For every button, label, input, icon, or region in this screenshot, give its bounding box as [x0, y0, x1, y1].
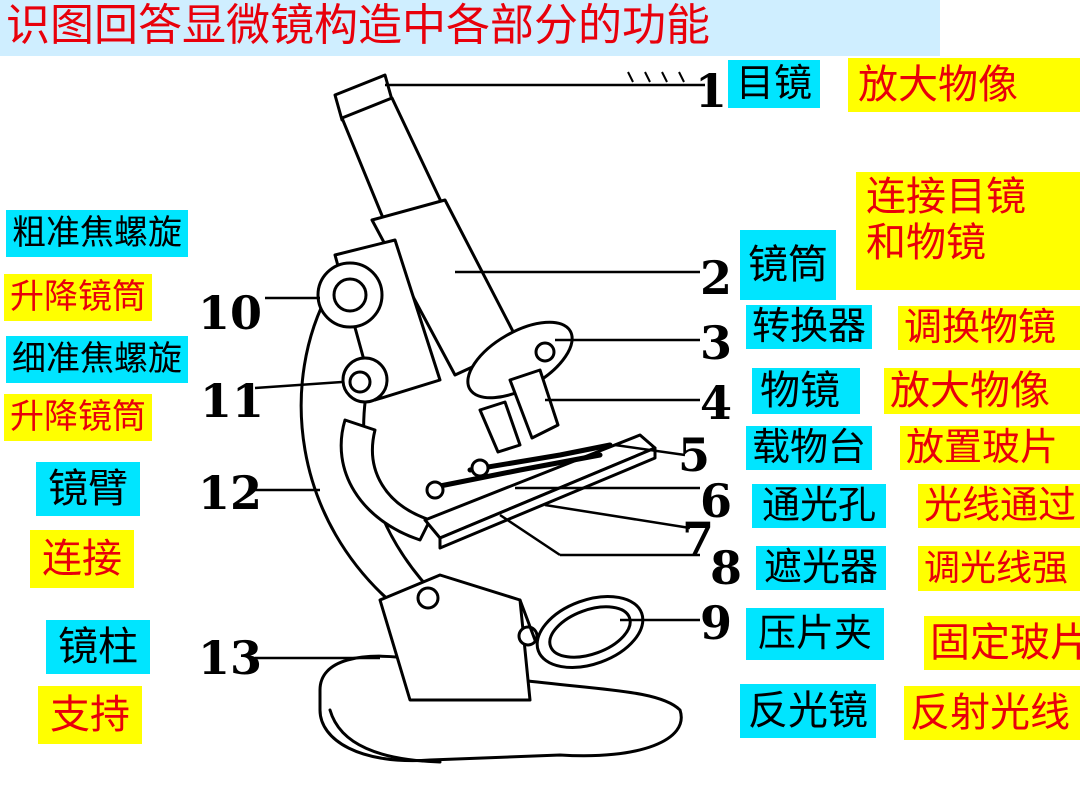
- number-4: 4: [700, 376, 733, 430]
- function-tube: 连接目镜 和物镜: [856, 172, 1080, 290]
- number-12: 12: [198, 466, 263, 520]
- objective-1: [508, 368, 560, 440]
- number-7: 7: [682, 512, 715, 566]
- pillar-pivot: [416, 586, 440, 610]
- label-arm: 镜臂: [36, 462, 140, 516]
- clip-2: [467, 442, 613, 473]
- number-2: 2: [700, 251, 733, 305]
- label-coarse-focus: 粗准焦螺旋: [6, 210, 188, 258]
- function-diaphragm: 调光线强: [918, 546, 1080, 592]
- number-5: 5: [678, 428, 711, 482]
- number-6: 6: [700, 474, 733, 528]
- label-objective: 物镜: [752, 368, 860, 414]
- function-nosepiece: 调换物镜: [898, 306, 1080, 350]
- function-tube-line-2: 和物镜: [866, 220, 986, 266]
- label-tube: 镜筒: [740, 230, 836, 300]
- number-1: 1: [695, 64, 728, 118]
- number-11: 11: [200, 374, 265, 428]
- function-clip: 固定玻片: [924, 616, 1080, 670]
- number-13: 13: [198, 631, 263, 685]
- function-mirror: 反射光线: [904, 686, 1080, 740]
- leader-7: [544, 503, 691, 530]
- function-objective: 放大物像: [884, 368, 1080, 414]
- function-aperture: 光线通过: [918, 484, 1080, 528]
- number-8: 8: [710, 541, 743, 595]
- clip-1: [427, 452, 603, 491]
- number-10: 10: [198, 286, 263, 340]
- label-eyepiece: 目镜: [728, 60, 821, 108]
- pillar-shape: [378, 573, 532, 702]
- function-stage: 放置玻片: [900, 426, 1080, 470]
- label-fine-focus: 细准焦螺旋: [6, 336, 188, 384]
- label-pillar: 镜柱: [46, 620, 150, 674]
- function-fine-focus: 升降镜筒: [4, 394, 152, 442]
- page-title: 识图回答显微镜构造中各部分的功能: [0, 0, 940, 56]
- eyepiece-tick-marks: [627, 71, 685, 83]
- function-coarse-focus: 升降镜筒: [4, 274, 152, 322]
- function-tube-line-1: 连接目镜: [866, 174, 1026, 220]
- function-eyepiece: 放大物像: [848, 58, 1080, 112]
- leader-5: [614, 443, 686, 457]
- function-pillar: 支持: [38, 686, 142, 744]
- leader-8a: [499, 513, 561, 557]
- leader-11: [254, 380, 343, 390]
- function-arm: 连接: [30, 530, 134, 588]
- label-stage: 载物台: [746, 425, 873, 470]
- number-9: 9: [700, 596, 733, 650]
- objective-2: [478, 400, 522, 454]
- number-3: 3: [700, 316, 733, 370]
- label-nosepiece: 转换器: [746, 304, 873, 349]
- label-mirror: 反光镜: [740, 684, 876, 738]
- label-diaphragm: 遮光器: [756, 545, 887, 590]
- stage-support: [339, 418, 432, 542]
- stage-plate: [423, 433, 657, 540]
- label-clip: 压片夹: [746, 608, 885, 660]
- label-aperture: 通光孔: [752, 483, 887, 528]
